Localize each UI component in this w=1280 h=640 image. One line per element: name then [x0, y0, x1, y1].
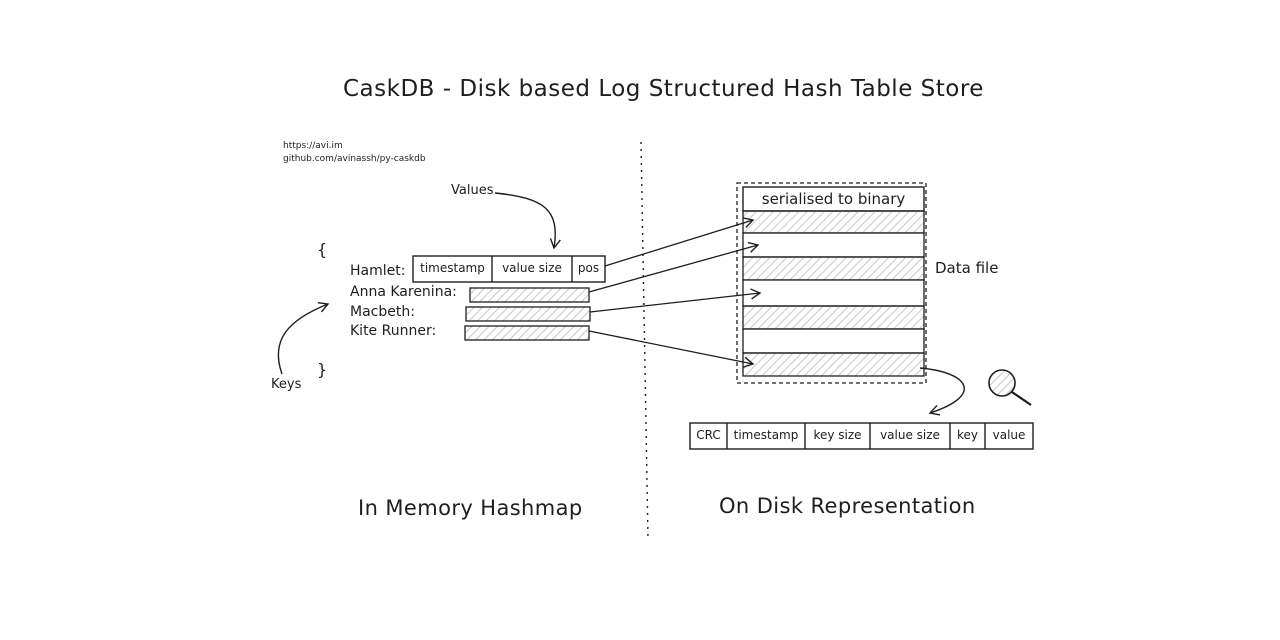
data-file-row	[742, 256, 925, 281]
data-file-row	[742, 305, 925, 330]
magnifier-icon	[988, 369, 1032, 406]
record-detail-arrow	[919, 367, 965, 416]
data-file-label: Data file	[935, 259, 999, 277]
record-field-value: value	[992, 428, 1026, 442]
in-memory-hashmap-label: In Memory Hashmap	[358, 496, 583, 520]
keys-label: Keys	[271, 377, 302, 392]
macbeth-entry-box	[465, 306, 591, 322]
data-file-row	[742, 279, 925, 307]
repo-link[interactable]: github.com/avinassh/py-caskdb	[283, 154, 426, 164]
record-field-key-size: key size	[813, 428, 862, 442]
record-layout-box	[689, 422, 1034, 450]
record-field-timestamp: timestamp	[733, 428, 799, 442]
anna-karenina-entry-box	[469, 287, 590, 303]
open-brace: {	[317, 240, 328, 259]
values-arrow	[494, 192, 561, 250]
entry-field-timestamp: timestamp	[420, 261, 485, 275]
data-file-rows	[742, 210, 925, 377]
data-file-boundary	[736, 182, 927, 384]
close-brace: }	[317, 360, 328, 379]
kite-runner-entry-box	[464, 325, 590, 341]
key-anna-karenina: Anna Karenina:	[350, 284, 457, 300]
kite-runner-pointer-arrow	[588, 330, 755, 368]
key-macbeth: Macbeth:	[350, 304, 415, 320]
entry-field-pos: pos	[577, 261, 600, 275]
site-link[interactable]: https://avi.im	[283, 141, 343, 151]
hamlet-pointer-arrow	[604, 217, 755, 267]
anna-karenina-pointer-arrow	[588, 241, 760, 293]
data-file-row	[742, 210, 925, 234]
keys-arrow	[277, 302, 330, 375]
data-file-header: serialised to binary	[761, 190, 906, 208]
section-divider	[640, 141, 649, 539]
key-kite-runner: Kite Runner:	[350, 323, 437, 339]
key-hamlet: Hamlet:	[350, 263, 406, 279]
on-disk-representation-label: On Disk Representation	[719, 494, 976, 518]
values-label: Values	[451, 183, 494, 198]
record-field-key: key	[956, 428, 978, 442]
macbeth-pointer-arrow	[589, 288, 762, 313]
hamlet-entry-box	[412, 255, 606, 283]
data-file-row	[742, 328, 925, 354]
record-field-crc: CRC	[696, 428, 721, 442]
data-file-row	[742, 352, 925, 377]
record-field-value-size: value size	[880, 428, 940, 442]
diagram-title: CaskDB - Disk based Log Structured Hash …	[343, 76, 984, 102]
entry-field-value-size: value size	[502, 261, 562, 275]
data-file-row	[742, 232, 925, 258]
